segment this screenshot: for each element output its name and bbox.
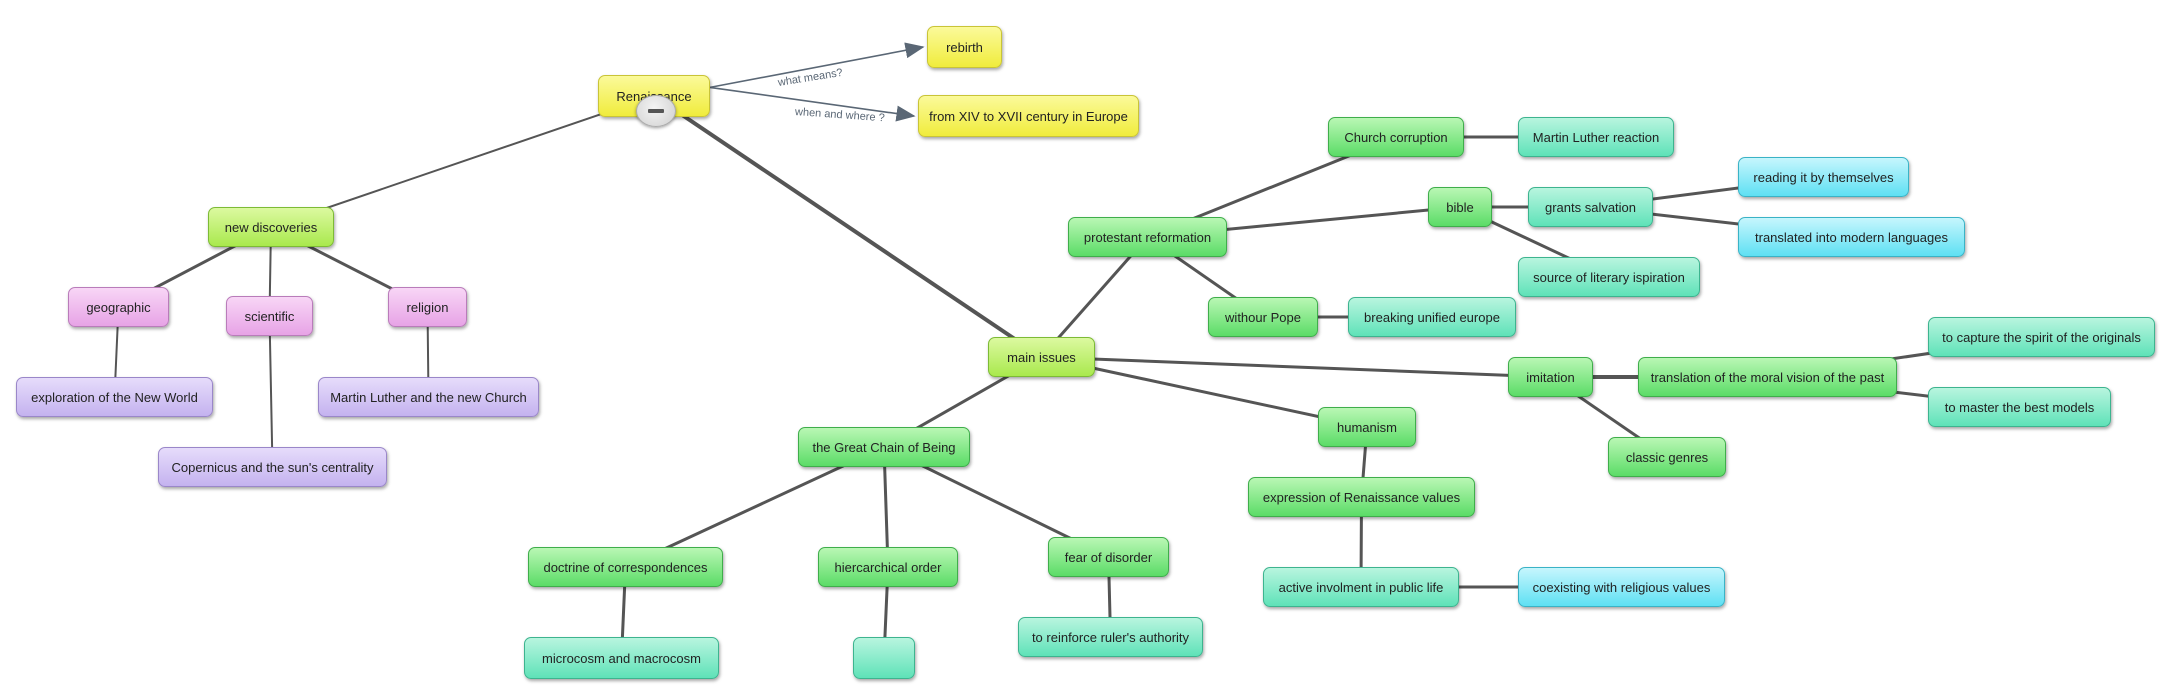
edge-renaissance-main-issues [652,94,1044,359]
node-church-corruption[interactable]: Church corruption [1328,117,1464,157]
node-imitation[interactable]: imitation [1508,357,1593,397]
node-copernicus[interactable]: Copernicus and the sun's centrality [158,447,387,487]
node-hierarchical-order[interactable]: hiercarchical order [818,547,958,587]
arrow-renaissance-xiv [709,86,916,122]
node-capture-spirit[interactable]: to capture the spirit of the originals [1928,317,2155,357]
node-fear-of-disorder[interactable]: fear of disorder [1048,537,1169,577]
collapse-minus-icon[interactable] [636,95,676,127]
node-empty[interactable] [853,637,915,679]
node-breaking-unified-europe[interactable]: breaking unified europe [1348,297,1516,337]
node-main-issues[interactable]: main issues [988,337,1095,377]
minus-glyph [648,109,664,113]
node-geographic[interactable]: geographic [68,287,169,327]
node-source-literary-inspiration[interactable]: source of literary ispiration [1518,257,1700,297]
node-reinforce-rulers-authority[interactable]: to reinforce ruler's authority [1018,617,1203,657]
node-reading-it-by-themselves[interactable]: reading it by themselves [1738,157,1909,197]
node-humanism[interactable]: humanism [1318,407,1416,447]
node-rebirth[interactable]: rebirth [927,26,1002,68]
node-expression-renaissance-values[interactable]: expression of Renaissance values [1248,477,1475,517]
edge-main-imitation [1040,355,1552,379]
node-new-discoveries[interactable]: new discoveries [208,207,334,247]
node-martin-luther-new-church[interactable]: Martin Luther and the new Church [318,377,539,417]
node-classic-genres[interactable]: classic genres [1608,437,1726,477]
node-martin-luther-reaction[interactable]: Martin Luther reaction [1518,117,1674,157]
node-translation-moral-vision[interactable]: translation of the moral vision of the p… [1638,357,1897,397]
arrow-renaissance-rebirth [709,42,925,89]
edge-renaissance-new-discoveries [270,95,655,228]
node-scientific[interactable]: scientific [226,296,313,336]
edge-scientific-copernicus [268,315,274,468]
node-active-involvement[interactable]: active involment in public life [1263,567,1459,607]
node-master-best-models[interactable]: to master the best models [1928,387,2111,427]
node-great-chain-of-being[interactable]: the Great Chain of Being [798,427,970,467]
node-translated-modern-languages[interactable]: translated into modern languages [1738,217,1965,257]
node-exploration[interactable]: exploration of the New World [16,377,213,417]
node-microcosm-macrocosm[interactable]: microcosm and macrocosm [524,637,719,679]
node-protestant-reformation[interactable]: protestant reformation [1068,217,1227,257]
node-grants-salvation[interactable]: grants salvation [1528,187,1653,227]
edge-main-humanism [1040,355,1369,429]
node-doctrine-of-correspondences[interactable]: doctrine of correspondences [528,547,723,587]
node-xiv-to-xvii[interactable]: from XIV to XVII century in Europe [918,95,1139,137]
node-coexisting-religious-values[interactable]: coexisting with religious values [1518,567,1725,607]
node-religion[interactable]: religion [388,287,467,327]
node-bible[interactable]: bible [1428,187,1492,227]
node-withour-pope[interactable]: withour Pope [1208,297,1318,337]
